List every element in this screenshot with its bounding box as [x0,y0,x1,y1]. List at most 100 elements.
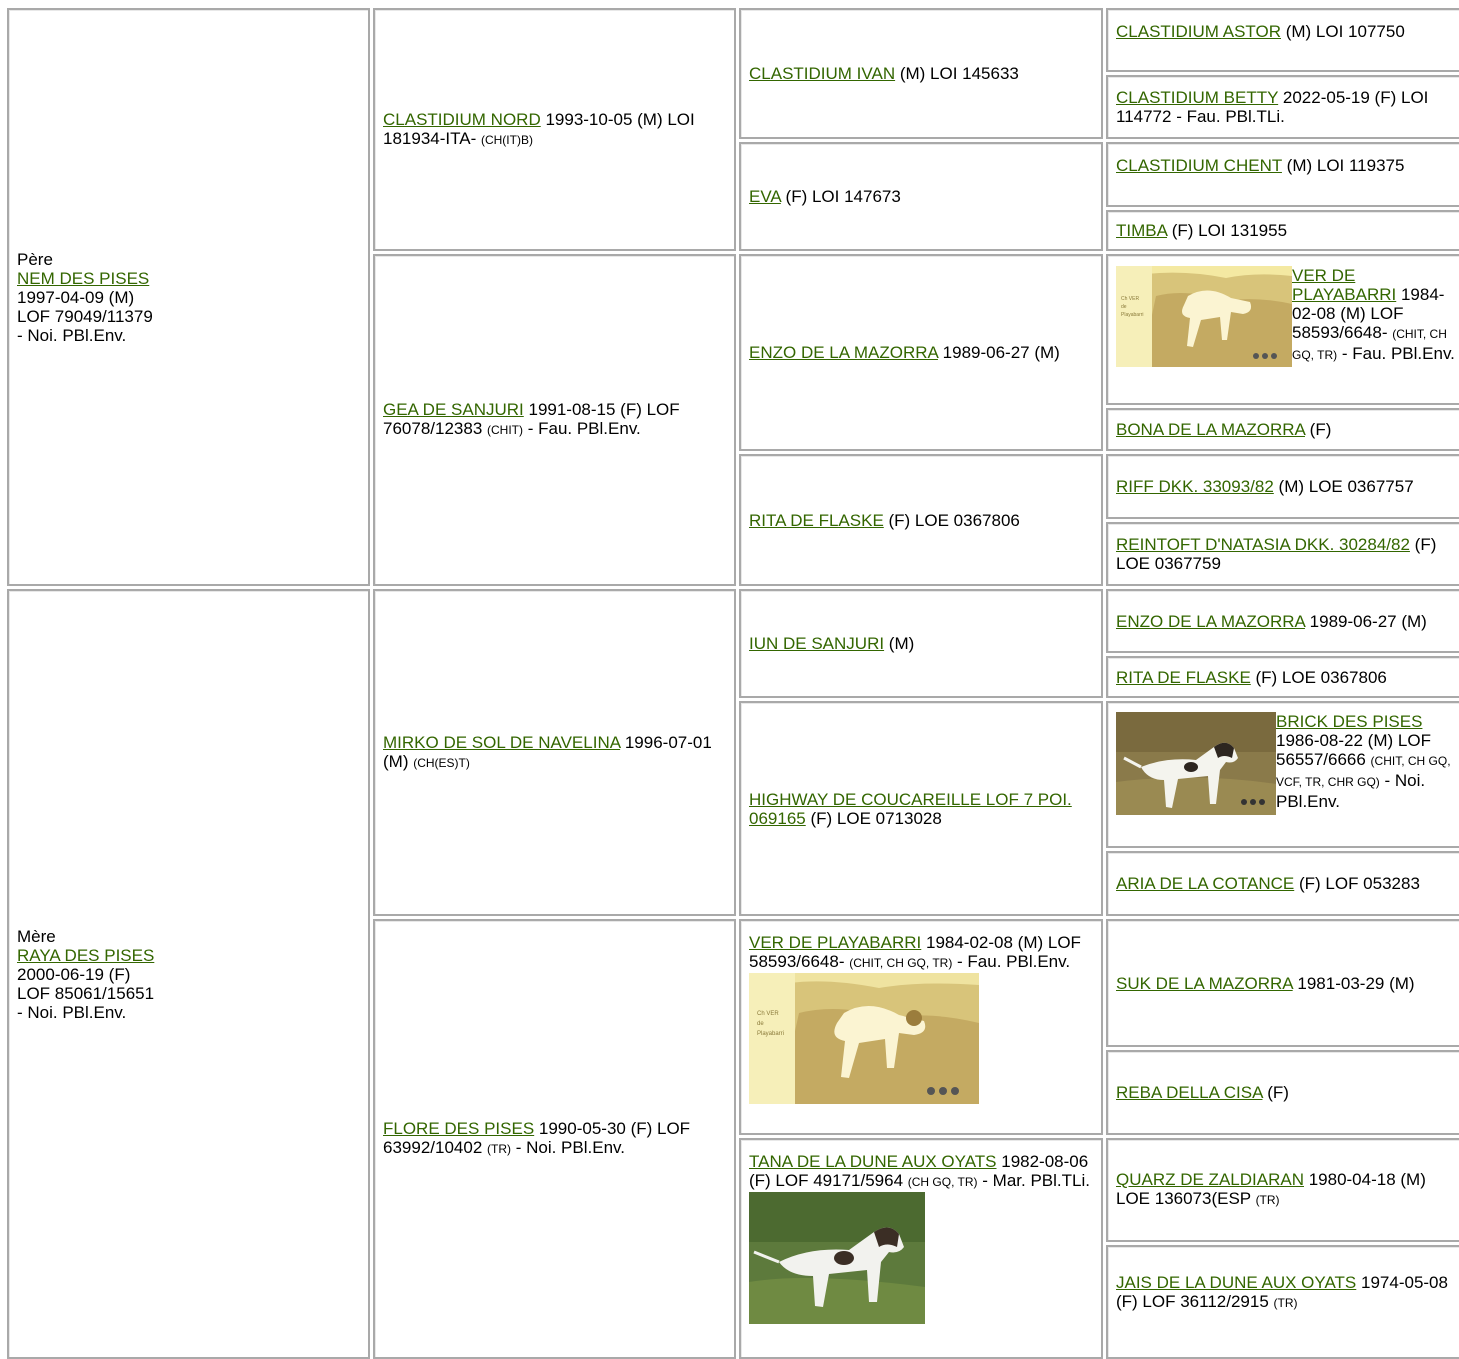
dog-titles: (CHIT, CH GQ, TR) [1292,327,1447,362]
dog-name-link[interactable]: VER DE PLAYABARRI [749,933,922,952]
dog-titles: (CHIT, CH GQ, TR) [849,956,953,970]
pedigree-entry: CLASTIDIUM CHENT (M) LOI 119375 [1116,156,1456,175]
dog-photo [1116,712,1276,815]
gen2-cell: MIRKO DE SOL DE NAVELINA 1996-07-01 (M) … [373,589,736,916]
dog-titles: (CH(IT)B) [480,132,533,147]
gen2-cell: GEA DE SANJURI 1991-08-15 (F) LOF 76078/… [373,254,736,586]
dog-name-link[interactable]: ENZO DE LA MAZORRA [749,343,938,362]
gen3-cell: EVA (F) LOI 147673 [739,142,1103,251]
dog-name-link[interactable]: FLORE DES PISES [383,1119,535,1138]
dog-name-link[interactable]: RITA DE FLASKE [749,510,884,530]
dog-details: (F) LOE 0367759 [1116,535,1437,573]
pedigree-entry: SUK DE LA MAZORRA 1981-03-29 (M) [1116,974,1456,993]
svg-text:Ch VER: Ch VER [757,1011,779,1017]
sire-date: 1997-04-09 (M) [17,287,135,307]
dog-details: 1981-03-29 (M) [1292,973,1415,993]
dog-name-link[interactable]: VER DE PLAYABARRI [1292,266,1397,304]
dog-name-link[interactable]: HIGHWAY DE COUCAREILLE LOF 7 POI. 069165 [749,789,1072,828]
pedigree-entry: HIGHWAY DE COUCAREILLE LOF 7 POI. 069165… [749,790,1093,828]
dam-name-link[interactable]: RAYA DES PISES [17,945,155,965]
pedigree-entry: CLASTIDIUM ASTOR (M) LOI 107750 [1116,22,1456,41]
dog-name-link[interactable]: REINTOFT D'NATASIA DKK. 30284/82 [1116,535,1410,554]
dog-details: (F) LOE 0713028 [805,808,942,828]
pedigree-entry: QUARZ DE ZALDIARAN 1980-04-18 (M) LOE 13… [1116,1170,1456,1210]
dog-name-link[interactable]: JAIS DE LA DUNE AUX OYATS [1116,1273,1357,1292]
pedigree-entry: REINTOFT D'NATASIA DKK. 30284/82 (F) LOE… [1116,535,1456,573]
gen3-cell: CLASTIDIUM IVAN (M) LOI 145633 [739,8,1103,139]
dog-details: 1984-02-08 (M) LOF 58593/6648- [1292,285,1445,342]
dog-name-link[interactable]: CLASTIDIUM BETTY [1116,88,1279,107]
dam-registration: LOF 85061/15651 [17,983,155,1003]
dam-role-label: Mère [17,926,56,946]
sire-name-link[interactable]: NEM DES PISES [17,268,150,288]
pedigree-entry: RIFF DKK. 33093/82 (M) LOE 0367757 [1116,477,1456,496]
dog-details: (M) LOI 107750 [1281,22,1405,41]
dog-coat: - Mar. PBl.TLi. [977,1171,1090,1190]
dog-name-link[interactable]: ENZO DE LA MAZORRA [1116,611,1305,631]
dog-name-link[interactable]: CLASTIDIUM CHENT [1116,156,1282,175]
dog-name-link[interactable]: TANA DE LA DUNE AUX OYATS [749,1152,997,1171]
sire-coat: - Noi. PBl.Env. [17,325,127,345]
dog-name-link[interactable]: CLASTIDIUM NORD [383,109,541,129]
pedigree-entry: BONA DE LA MAZORRA (F) [1116,420,1456,439]
dog-photo [749,1192,925,1324]
svg-text:Playabarri: Playabarri [757,1031,784,1037]
svg-text:de: de [757,1021,764,1027]
gen4-cell: REINTOFT D'NATASIA DKK. 30284/82 (F) LOE… [1106,522,1459,586]
dog-name-link[interactable]: ARIA DE LA COTANCE [1116,874,1295,893]
dog-name-link[interactable]: RITA DE FLASKE [1116,667,1251,687]
dog-name-link[interactable]: EVA [749,187,781,206]
dog-titles: (TR) [1255,1193,1280,1207]
svg-text:Playabarri: Playabarri [1121,312,1144,318]
dog-name-link[interactable]: MIRKO DE SOL DE NAVELINA [383,732,621,752]
gen4-cell: RITA DE FLASKE (F) LOE 0367806 [1106,656,1459,698]
sire-info: Père NEM DES PISES 1997-04-09 (M) LOF 79… [17,250,360,345]
dog-titles: (TR) [487,1142,511,1156]
gen3-cell: VER DE PLAYABARRI 1984-02-08 (M) LOF 585… [739,919,1103,1135]
pedigree-entry: EVA (F) LOI 147673 [749,187,1093,206]
dog-name-link[interactable]: CLASTIDIUM ASTOR [1116,22,1281,41]
dog-details: 1986-08-22 (M) LOF 56557/6666 [1276,731,1431,769]
dam-cell: Mère RAYA DES PISES 2000-06-19 (F) LOF 8… [7,589,370,1359]
pedigree-entry: MIRKO DE SOL DE NAVELINA 1996-07-01 (M) … [383,733,726,773]
dog-photo: Ch VER de Playabarri [1116,266,1292,367]
sire-cell: Père NEM DES PISES 1997-04-09 (M) LOF 79… [7,8,370,586]
pedigree-entry: BRICK DES PISES 1986-08-22 (M) LOF 56557… [1116,712,1456,811]
gen3-cell: RITA DE FLASKE (F) LOE 0367806 [739,454,1103,586]
dog-details: 1993-10-05 (M) LOI 181934-ITA- [383,109,695,148]
pedigree-entry: GEA DE SANJURI 1991-08-15 (F) LOF 76078/… [383,400,726,440]
dog-coat: - Fau. PBl.Env. [1337,344,1455,363]
dog-name-link[interactable]: REBA DELLA CISA [1116,1083,1263,1102]
pedigree-entry: ENZO DE LA MAZORRA 1989-06-27 (M) [1116,612,1456,631]
gen4-cell: QUARZ DE ZALDIARAN 1980-04-18 (M) LOE 13… [1106,1138,1459,1242]
dog-details: (M) LOI 145633 [895,64,1019,83]
gen4-cell: BONA DE LA MAZORRA (F) [1106,408,1459,451]
sire-registration: LOF 79049/11379 [17,306,153,326]
dog-details: 1991-08-15 (F) LOF 76078/12383 [383,400,680,438]
gen4-cell: BRICK DES PISES 1986-08-22 (M) LOF 56557… [1106,701,1459,848]
dog-name-link[interactable]: TIMBA [1116,221,1168,240]
dog-name-link[interactable]: CLASTIDIUM IVAN [749,64,896,83]
pedigree-entry: TANA DE LA DUNE AUX OYATS 1982-08-06 (F)… [749,1152,1093,1192]
dog-details: (F) LOE 0367806 [883,510,1020,530]
dog-name-link[interactable]: GEA DE SANJURI [383,400,524,419]
gen2-cell: FLORE DES PISES 1990-05-30 (F) LOF 63992… [373,919,736,1359]
svg-text:de: de [1121,304,1127,310]
dog-name-link[interactable]: QUARZ DE ZALDIARAN [1116,1170,1304,1189]
dog-details: (F) [1262,1083,1289,1102]
pedigree-entry: REBA DELLA CISA (F) [1116,1083,1456,1102]
pedigree-entry: CLASTIDIUM IVAN (M) LOI 145633 [749,64,1093,83]
dog-details: 1990-05-30 (F) LOF 63992/10402 [383,1119,691,1157]
dog-name-link[interactable]: IUN DE SANJURI [749,634,885,653]
dog-details: 1989-06-27 (M) [1304,611,1427,631]
dog-name-link[interactable]: SUK DE LA MAZORRA [1116,973,1293,993]
dog-titles: (CHIT, CH GQ, VCF, TR, CHR GQ) [1276,754,1451,789]
dog-name-link[interactable]: BRICK DES PISES [1276,712,1423,731]
dog-coat: - Fau. PBl.Env. [523,419,641,438]
dog-name-link[interactable]: BONA DE LA MAZORRA [1116,420,1305,439]
pedigree-entry: RITA DE FLASKE (F) LOE 0367806 [1116,668,1456,687]
dog-name-link[interactable]: RIFF DKK. 33093/82 [1116,477,1274,496]
pedigree-entry: RITA DE FLASKE (F) LOE 0367806 [749,511,1093,530]
dog-details: 1996-07-01 (M) [383,732,712,771]
dog-details: 2022-05-19 (F) LOI 114772 - Fau. PBl.TLi… [1116,88,1429,126]
